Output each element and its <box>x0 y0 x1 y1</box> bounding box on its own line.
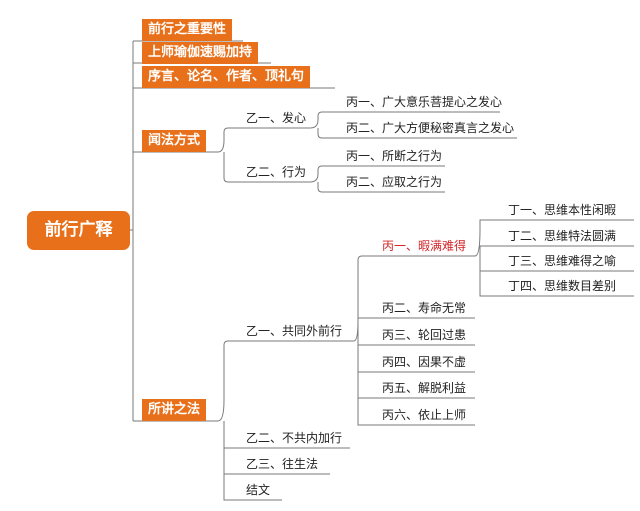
node-precious-human-life[interactable]: 丙一、暇满难得 <box>382 239 467 253</box>
node-liberation-benefits[interactable]: 丙五、解脱利益 <box>382 381 467 395</box>
node-outer-preliminaries[interactable]: 乙一、共同外前行 <box>246 324 343 338</box>
node-impermanence[interactable]: 丙二、寿命无常 <box>382 301 467 315</box>
node-samsara-suffering[interactable]: 丙三、轮回过患 <box>382 328 467 342</box>
node-ding-4[interactable]: 丁四、思维数目差别 <box>508 279 617 293</box>
node-motivation[interactable]: 乙一、发心 <box>246 111 307 125</box>
node-teachings[interactable]: 所讲之法 <box>142 399 207 421</box>
node-importance[interactable]: 前行之重要性 <box>142 19 233 41</box>
node-inner-preliminaries[interactable]: 乙二、不共内加行 <box>246 431 343 445</box>
node-guru-yoga[interactable]: 上师瑜伽速赐加持 <box>142 42 259 64</box>
node-conduct[interactable]: 乙二、行为 <box>246 165 307 179</box>
node-bodhicitta[interactable]: 丙一、广大意乐菩提心之发心 <box>346 95 503 109</box>
node-follow-guru[interactable]: 丙六、依止上师 <box>382 408 467 422</box>
node-ding-1[interactable]: 丁一、思维本性闲暇 <box>508 203 617 217</box>
node-phowa[interactable]: 乙三、往生法 <box>246 457 319 471</box>
node-conduct-adopt[interactable]: 丙二、应取之行为 <box>346 175 443 189</box>
node-preface[interactable]: 序言、论名、作者、顶礼句 <box>142 66 311 88</box>
node-conclusion[interactable]: 结文 <box>246 483 271 497</box>
node-karma[interactable]: 丙四、因果不虚 <box>382 355 467 369</box>
node-conduct-abandon[interactable]: 丙一、所断之行为 <box>346 149 443 163</box>
node-ding-2[interactable]: 丁二、思维特法圆满 <box>508 229 617 243</box>
node-ding-3[interactable]: 丁三、思维难得之喻 <box>508 254 617 268</box>
node-listening-method[interactable]: 闻法方式 <box>142 130 207 152</box>
node-mantra-motivation[interactable]: 丙二、广大方便秘密真言之发心 <box>346 121 515 135</box>
root-node[interactable]: 前行广释 <box>27 211 130 250</box>
